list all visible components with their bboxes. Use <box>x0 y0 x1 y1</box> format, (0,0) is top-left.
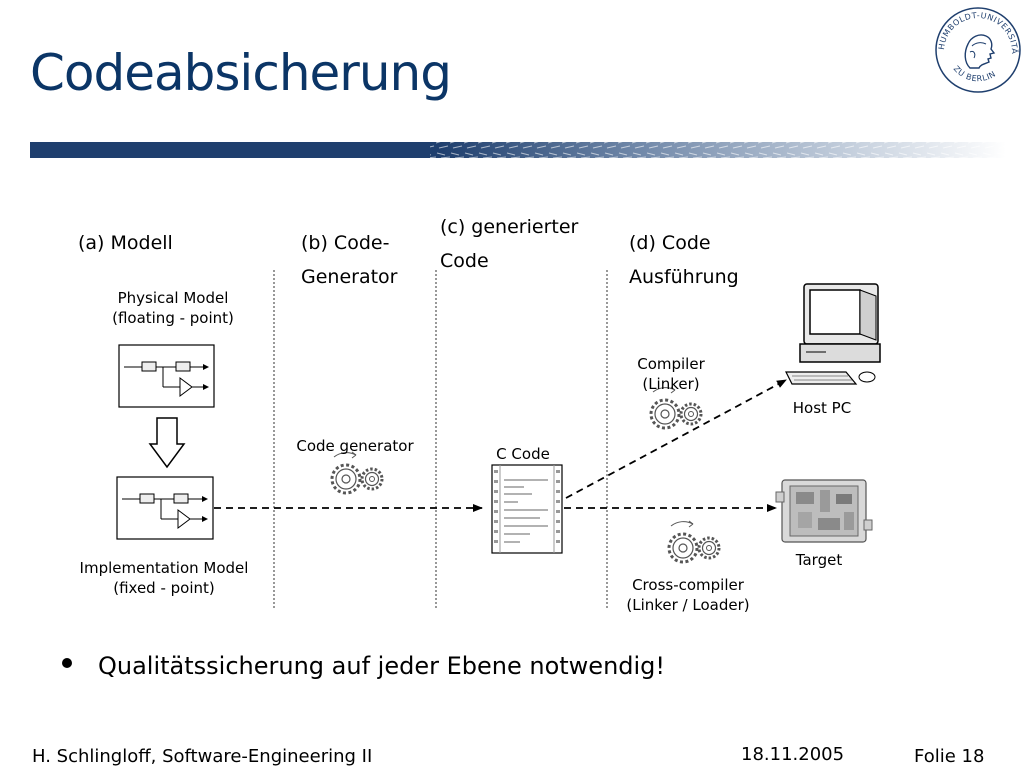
target-label: Target <box>795 551 843 569</box>
column-heading-line: Code <box>440 250 489 272</box>
column-heading-line: Generator <box>301 266 398 288</box>
host-pc-label: Host PC <box>792 399 852 417</box>
column-heading-code-execution: (d) Code Ausführung <box>629 226 739 294</box>
university-seal-logo: HUMBOLDT-UNIVERSITÄT ZU BERLIN <box>934 6 1021 93</box>
column-heading-line: (d) Code <box>629 232 711 254</box>
code-generator-gears-icon <box>330 450 384 495</box>
flow-arrow-code-to-host <box>565 379 787 499</box>
cross-compiler-gears-icon <box>667 519 721 564</box>
label-line: Compiler <box>637 355 705 373</box>
cross-compiler-label: Cross-compiler (Linker / Loader) <box>618 575 758 615</box>
footer-date: 18.11.2005 <box>741 744 845 765</box>
column-heading-line: (c) generierter <box>440 216 579 238</box>
down-arrow <box>148 417 186 469</box>
host-pc-icon <box>785 283 881 385</box>
bullet-dot-icon <box>62 658 72 668</box>
physical-model-block <box>118 344 215 408</box>
footer-author: H. Schlingloff, Software-Engineering II <box>32 746 373 767</box>
bullet-item: Qualitätssicherung auf jeder Ebene notwe… <box>62 652 665 680</box>
implementation-model-label: Implementation Model (fixed - point) <box>72 558 256 598</box>
bullet-text: Qualitätssicherung auf jeder Ebene notwe… <box>98 652 666 680</box>
implementation-model-block <box>116 476 214 540</box>
physical-model-label: Physical Model (floating - point) <box>103 288 243 328</box>
label-line: (Linker) <box>642 375 700 393</box>
label-line: Cross-compiler <box>632 576 744 594</box>
c-code-label: C Code <box>496 445 550 463</box>
title-band <box>30 142 1006 158</box>
column-heading-line: (b) Code- <box>301 232 390 254</box>
label-line: (floating - point) <box>112 309 234 327</box>
target-board-icon <box>775 479 873 543</box>
code-generator-label: Code generator <box>296 437 414 455</box>
slide-title: Codeabsicherung <box>30 44 452 102</box>
label-line: (Linker / Loader) <box>626 596 750 614</box>
column-heading-modell: (a) Modell <box>78 232 173 254</box>
label-line: Physical Model <box>117 289 229 307</box>
footer-slide-number: Folie 18 <box>914 746 985 767</box>
column-heading-code-generator: (b) Code- Generator <box>301 226 397 294</box>
compiler-label: Compiler (Linker) <box>626 354 716 394</box>
c-code-document-icon <box>491 464 563 554</box>
column-heading-line: Ausführung <box>629 266 739 288</box>
label-line: Implementation Model <box>79 559 249 577</box>
label-line: (fixed - point) <box>113 579 215 597</box>
column-heading-generated-code: (c) generierter Code <box>440 210 578 278</box>
